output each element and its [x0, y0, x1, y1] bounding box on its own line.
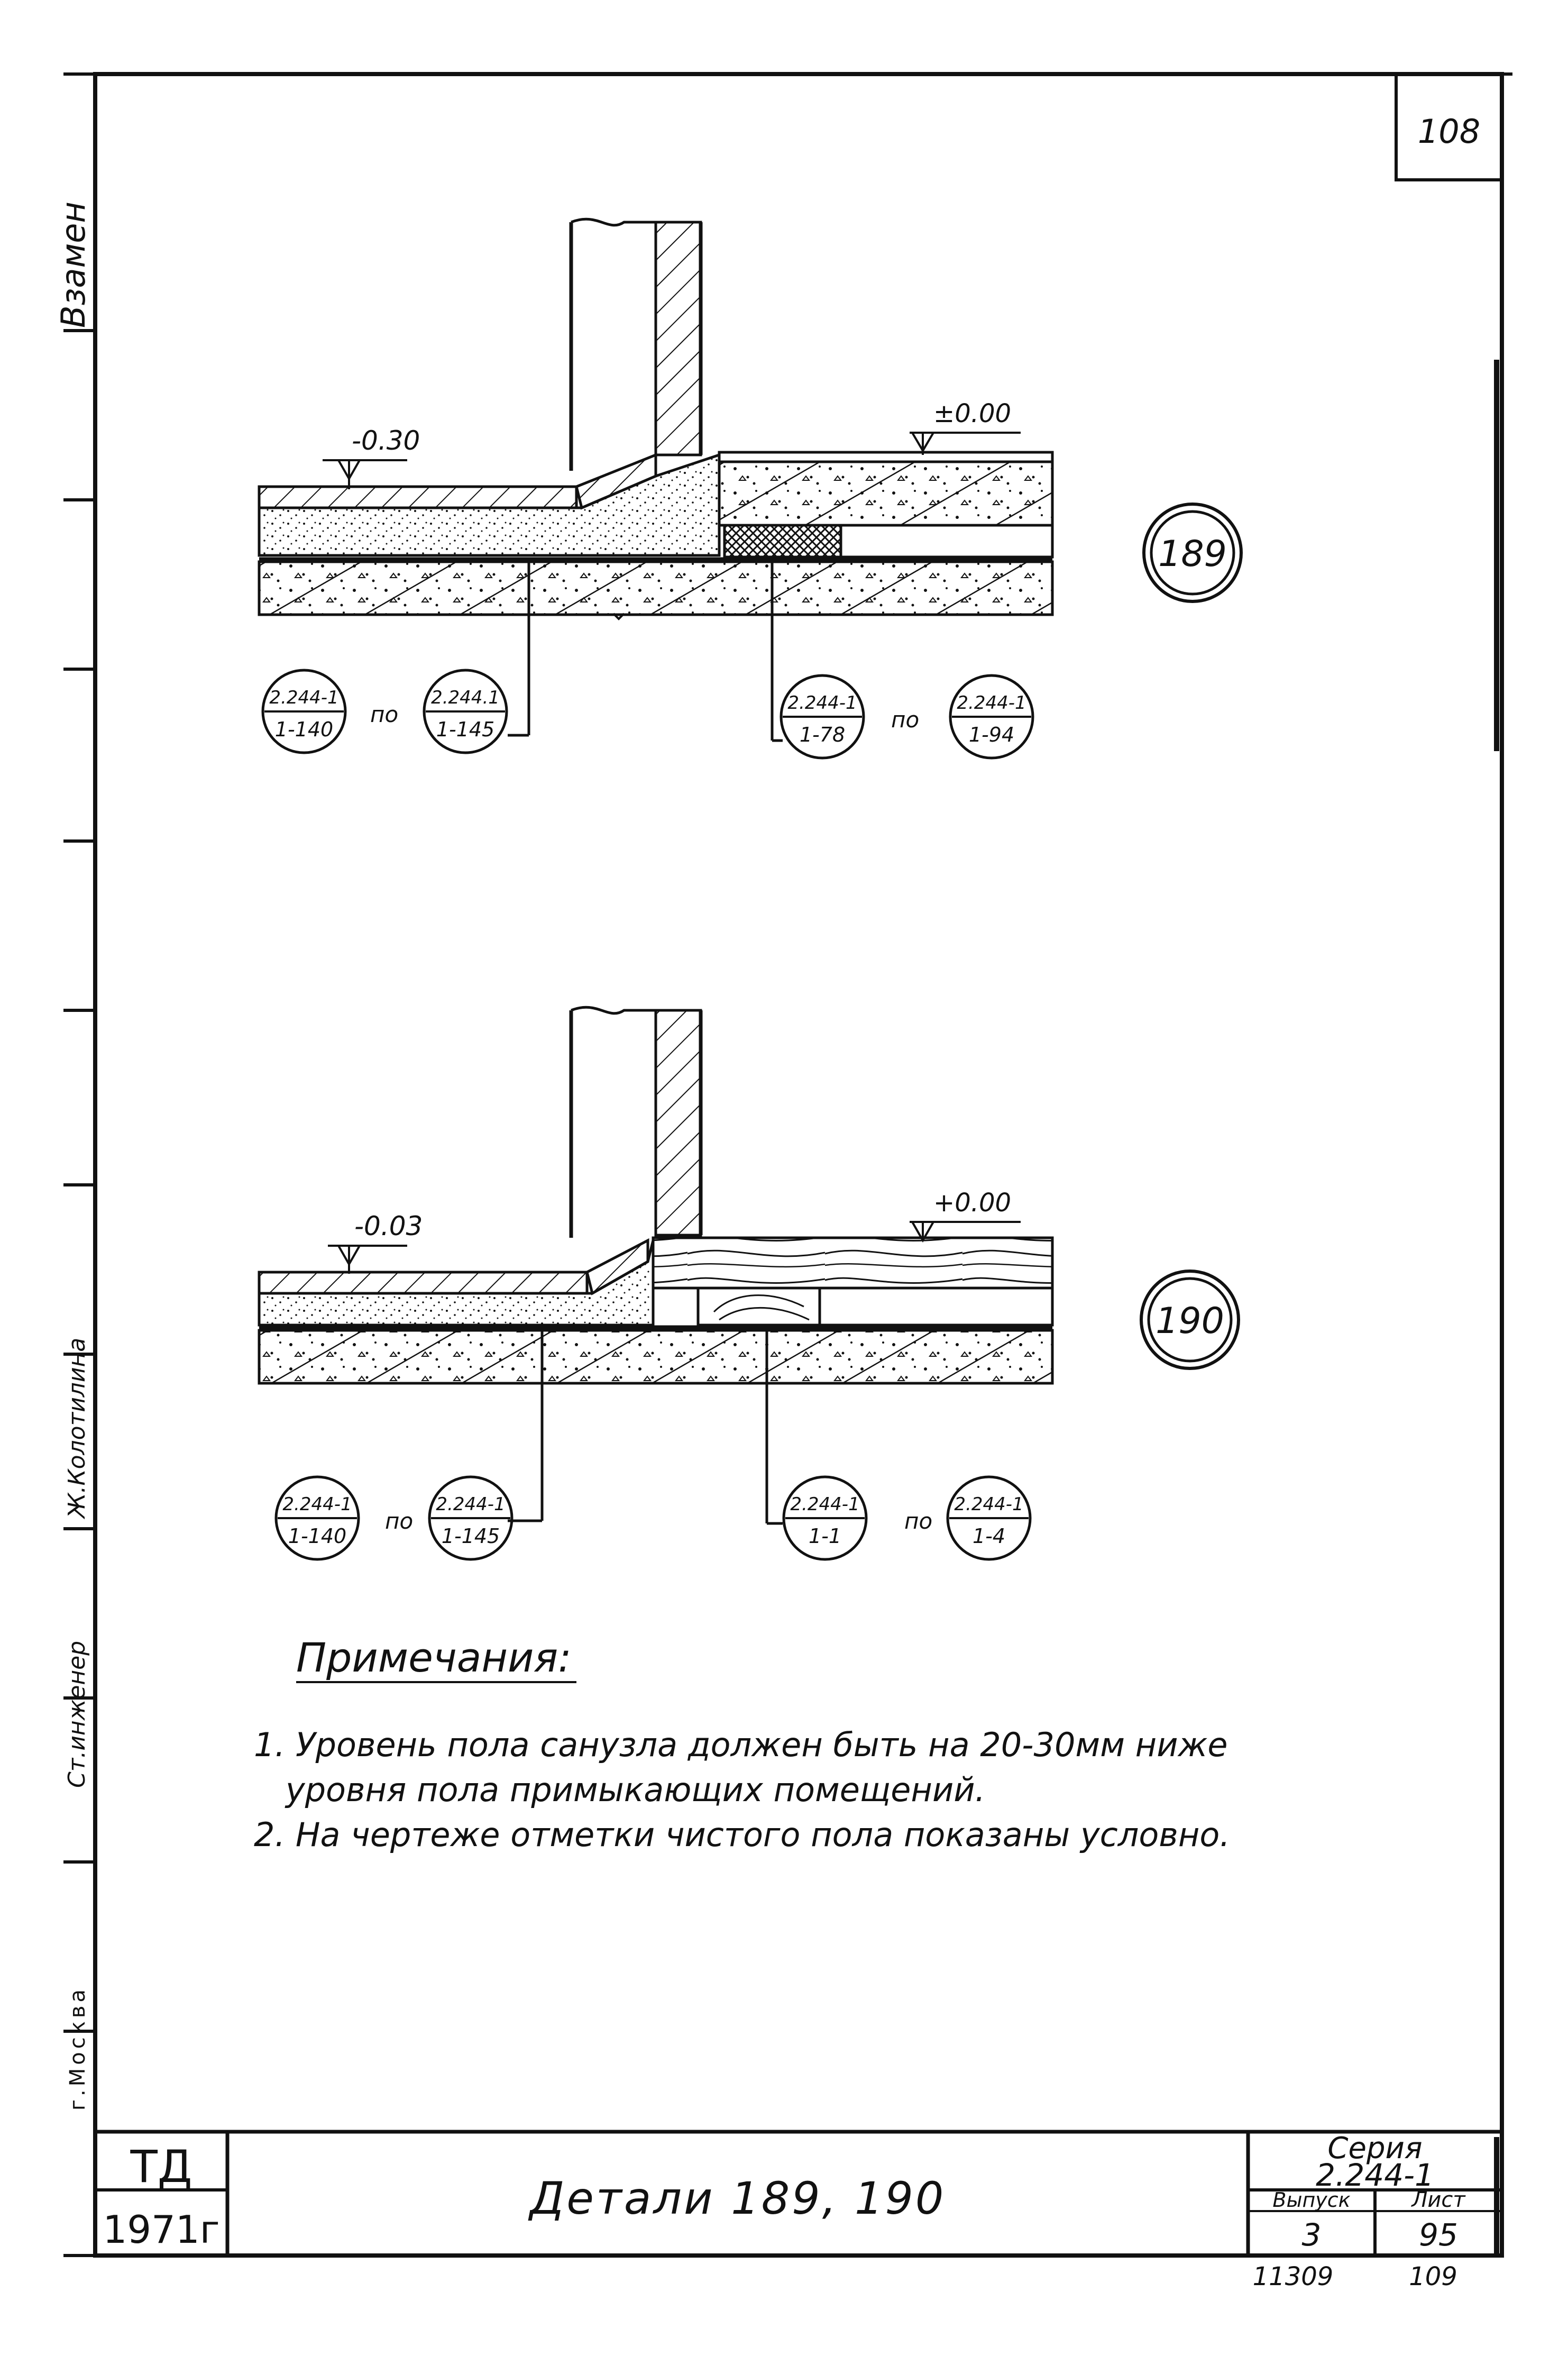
detail-190-number: 190: [1156, 1300, 1224, 1342]
svg-text:2.244-1: 2.244-1: [436, 1494, 505, 1515]
ref-189-left-sep: по: [370, 701, 398, 727]
side-label-city: г.Москва: [66, 1986, 90, 2111]
ref-190-left-from: 2.244-1 1-140: [274, 1475, 360, 1561]
svg-text:2.244-1: 2.244-1: [790, 1494, 859, 1515]
code-right: 109: [1409, 2262, 1457, 2291]
note-1-line-1: 1. Уровень пола санузла должен быть на 2…: [254, 1725, 1228, 1764]
svg-text:1-140: 1-140: [275, 718, 333, 741]
code-left: 11309: [1253, 2262, 1334, 2291]
detail-189-number: 189: [1158, 533, 1227, 575]
detail-189-marker: 189: [1142, 503, 1243, 603]
note-1-line-2: уровня пола примыкающих помещений.: [285, 1770, 985, 1809]
svg-text:1-78: 1-78: [800, 723, 845, 746]
level-190-right-text: +0.00: [933, 1188, 1011, 1218]
ref-189-left-to: 2.244.1 1-145: [423, 669, 508, 754]
svg-text:2.244-1: 2.244-1: [957, 692, 1026, 714]
level-189-left-text: -0.30: [352, 425, 420, 456]
level-mark-190-right: +0.00: [910, 1188, 1021, 1243]
ref-189-right-from: 2.244-1 1-78: [780, 674, 865, 760]
ref-190-right-from: 2.244-1 1-1: [782, 1475, 868, 1561]
level-189-right-text: ±0.00: [933, 399, 1011, 428]
detail-189-leaders: [508, 561, 783, 742]
page-number: 108: [1418, 112, 1480, 151]
svg-text:2.244-1: 2.244-1: [954, 1494, 1023, 1515]
svg-text:1-145: 1-145: [436, 718, 494, 741]
wall-brick-hatch: [654, 221, 702, 456]
level-mark-190-left: -0.03: [328, 1211, 423, 1274]
svg-text:2.244-1: 2.244-1: [787, 692, 857, 714]
sheet-title: Детали 189, 190: [528, 2172, 946, 2224]
note-2: 2. На чертеже отметки чистого пола показ…: [254, 1815, 1230, 1854]
detail-190-section: [258, 1006, 1054, 1385]
ref-190-right-sep: по: [904, 1508, 932, 1534]
ref-189-right-to: 2.244-1 1-94: [949, 674, 1034, 760]
sheet-frame: [63, 72, 1512, 2258]
ref-189-left-from: 2.244-1 1-140: [261, 669, 347, 754]
ref-190-left-to: 2.244-1 1-145: [428, 1475, 514, 1561]
title-block: ТД 1971г Детали 189, 190 Серия 2.244-1 В…: [95, 2130, 1502, 2291]
insulation-cross-hatch: [723, 524, 842, 559]
wood-floor: [652, 1236, 1054, 1290]
wall-brick-hatch: [654, 1009, 702, 1237]
side-label-senior-engineer: Ст.инженер: [63, 1641, 90, 1788]
level-190-left-text: -0.03: [354, 1211, 423, 1241]
detail-189-section: [258, 217, 1054, 620]
page-number-box: 108: [1395, 72, 1503, 181]
side-label-replace: Взамен: [54, 202, 93, 328]
detail-190-marker: 190: [1140, 1270, 1240, 1370]
svg-text:1-140: 1-140: [288, 1524, 346, 1548]
ref-190-left-sep: по: [385, 1508, 413, 1534]
issue-value: 3: [1302, 2217, 1322, 2253]
svg-text:2.244-1: 2.244-1: [282, 1494, 352, 1515]
org-code: ТД: [130, 2141, 192, 2193]
svg-text:1-1: 1-1: [809, 1524, 841, 1548]
sheet-value: 95: [1419, 2217, 1458, 2253]
sheet-label: Лист: [1410, 2188, 1466, 2212]
year: 1971г: [103, 2207, 219, 2252]
svg-text:1-94: 1-94: [969, 723, 1014, 746]
level-mark-189-left: -0.30: [323, 425, 420, 489]
notes: Примечания: 1. Уровень пола санузла долж…: [254, 1634, 1230, 1854]
series-value: 2.244-1: [1316, 2157, 1434, 2193]
ref-189-right-sep: по: [891, 707, 919, 733]
series-label: Серия: [1327, 2131, 1422, 2166]
side-label-designer: Ж.Колотилина: [63, 1338, 90, 1520]
notes-title: Примечания:: [296, 1634, 572, 1681]
level-mark-189-right: ±0.00: [910, 399, 1021, 455]
svg-text:1-4: 1-4: [973, 1524, 1005, 1548]
ref-190-right-to: 2.244-1 1-4: [946, 1475, 1032, 1561]
svg-text:2.244.1: 2.244.1: [431, 687, 500, 708]
issue-label: Выпуск: [1272, 2188, 1350, 2212]
detail-190-leaders: [508, 1330, 783, 1525]
svg-text:1-145: 1-145: [442, 1524, 500, 1548]
svg-text:2.244-1: 2.244-1: [269, 687, 338, 708]
